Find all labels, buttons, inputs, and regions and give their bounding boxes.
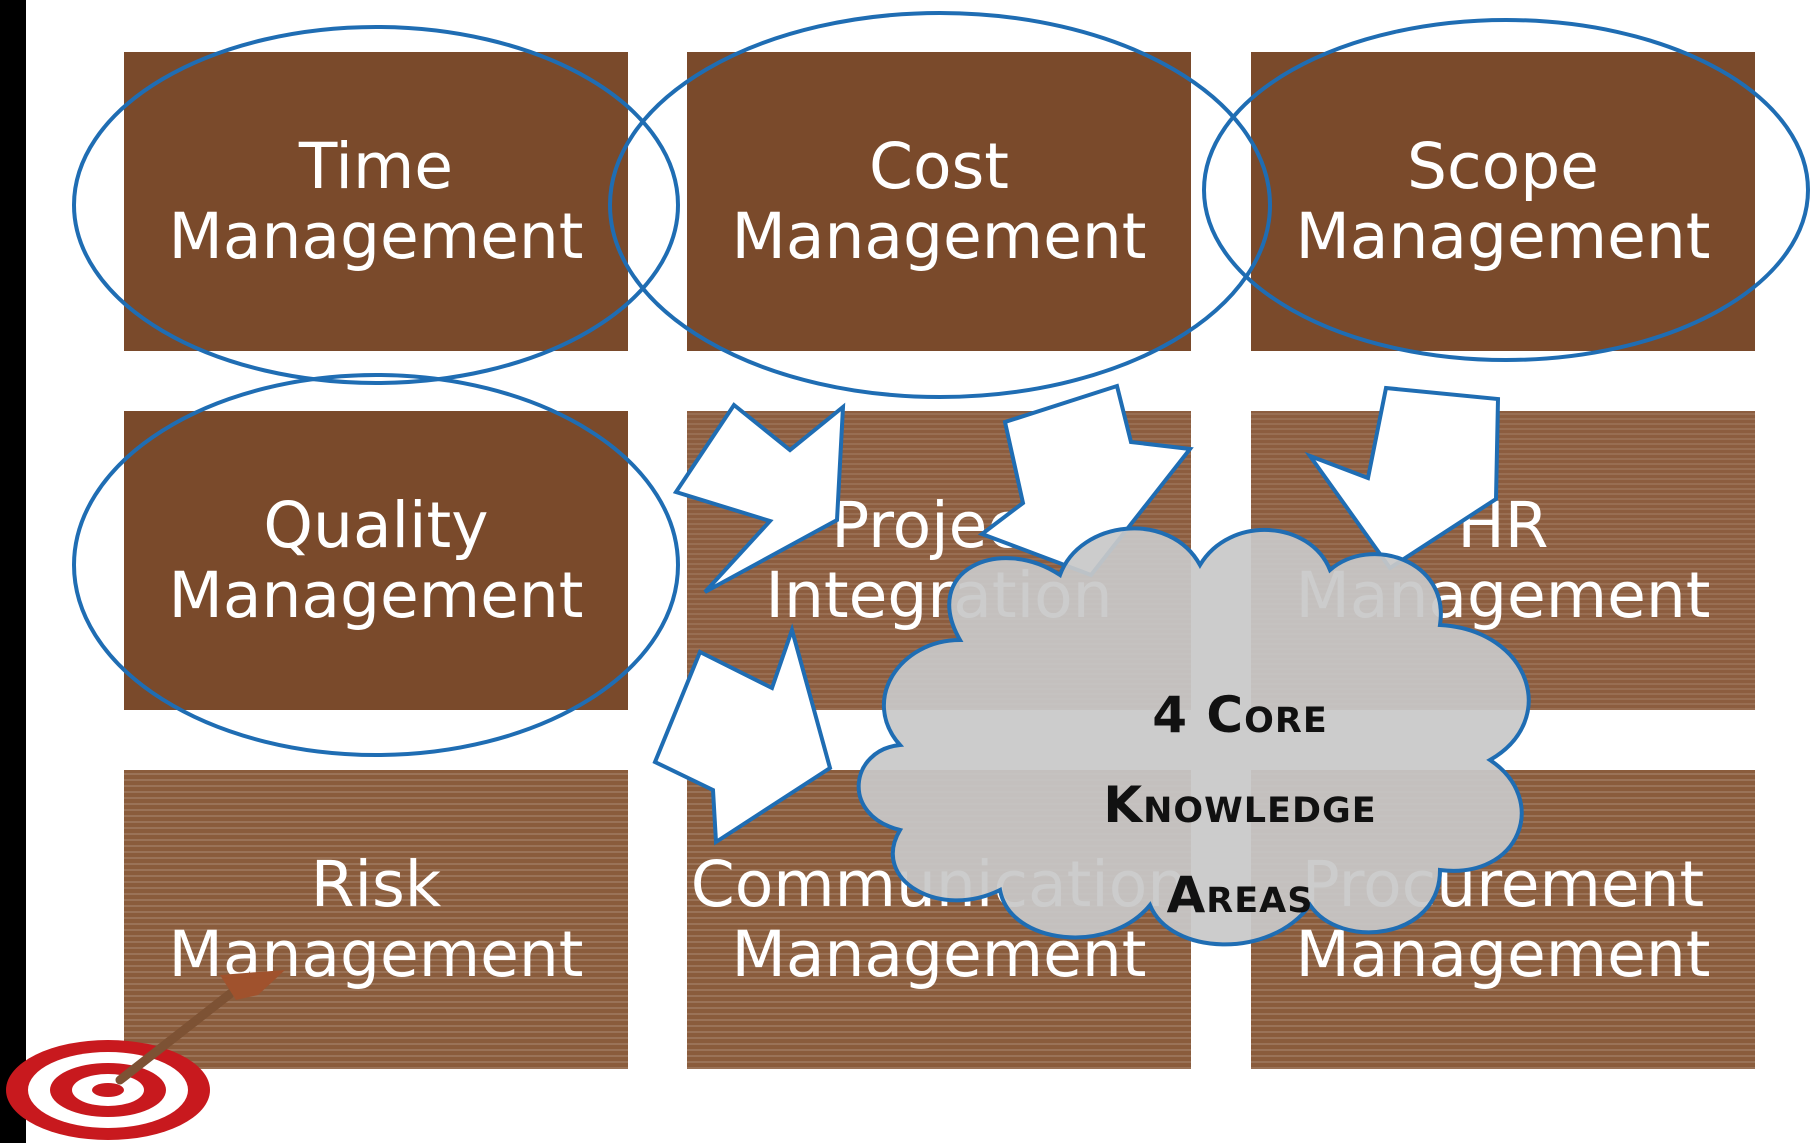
arrow-from-scope <box>977 383 1194 578</box>
box-label: Time Management <box>168 129 584 273</box>
box-risk-management: Risk Management <box>124 770 628 1069</box>
ellipse-time <box>72 25 680 385</box>
ellipse-cost <box>608 11 1272 399</box>
arrow-from-cost <box>672 402 846 594</box>
box-scope-management: Scope Management <box>1251 52 1755 351</box>
box-time-management: Time Management <box>124 52 628 351</box>
callout-line-1: 4 Core <box>1152 686 1328 744</box>
left-edge-bar <box>0 0 26 1143</box>
ellipse-scope <box>1202 18 1810 362</box>
box-cost-management: Cost Management <box>687 52 1191 351</box>
target-dart-icon <box>6 970 285 1140</box>
box-quality-management: Quality Management <box>124 411 628 710</box>
arrow-to-hr <box>1304 385 1501 571</box>
box-label: Quality Management <box>168 488 584 632</box>
callout-line-2: Knowledge <box>1103 776 1377 834</box>
ellipse-quality <box>72 373 680 757</box>
callout-line-3: Areas <box>1166 866 1314 924</box>
box-label: Cost Management <box>731 129 1147 273</box>
cloud-callout-shape <box>856 526 1531 947</box>
box-label: Scope Management <box>1295 129 1711 273</box>
arrow-to-communication <box>652 623 833 846</box>
callout-text: 4 Core Knowledge Areas <box>1000 670 1480 940</box>
